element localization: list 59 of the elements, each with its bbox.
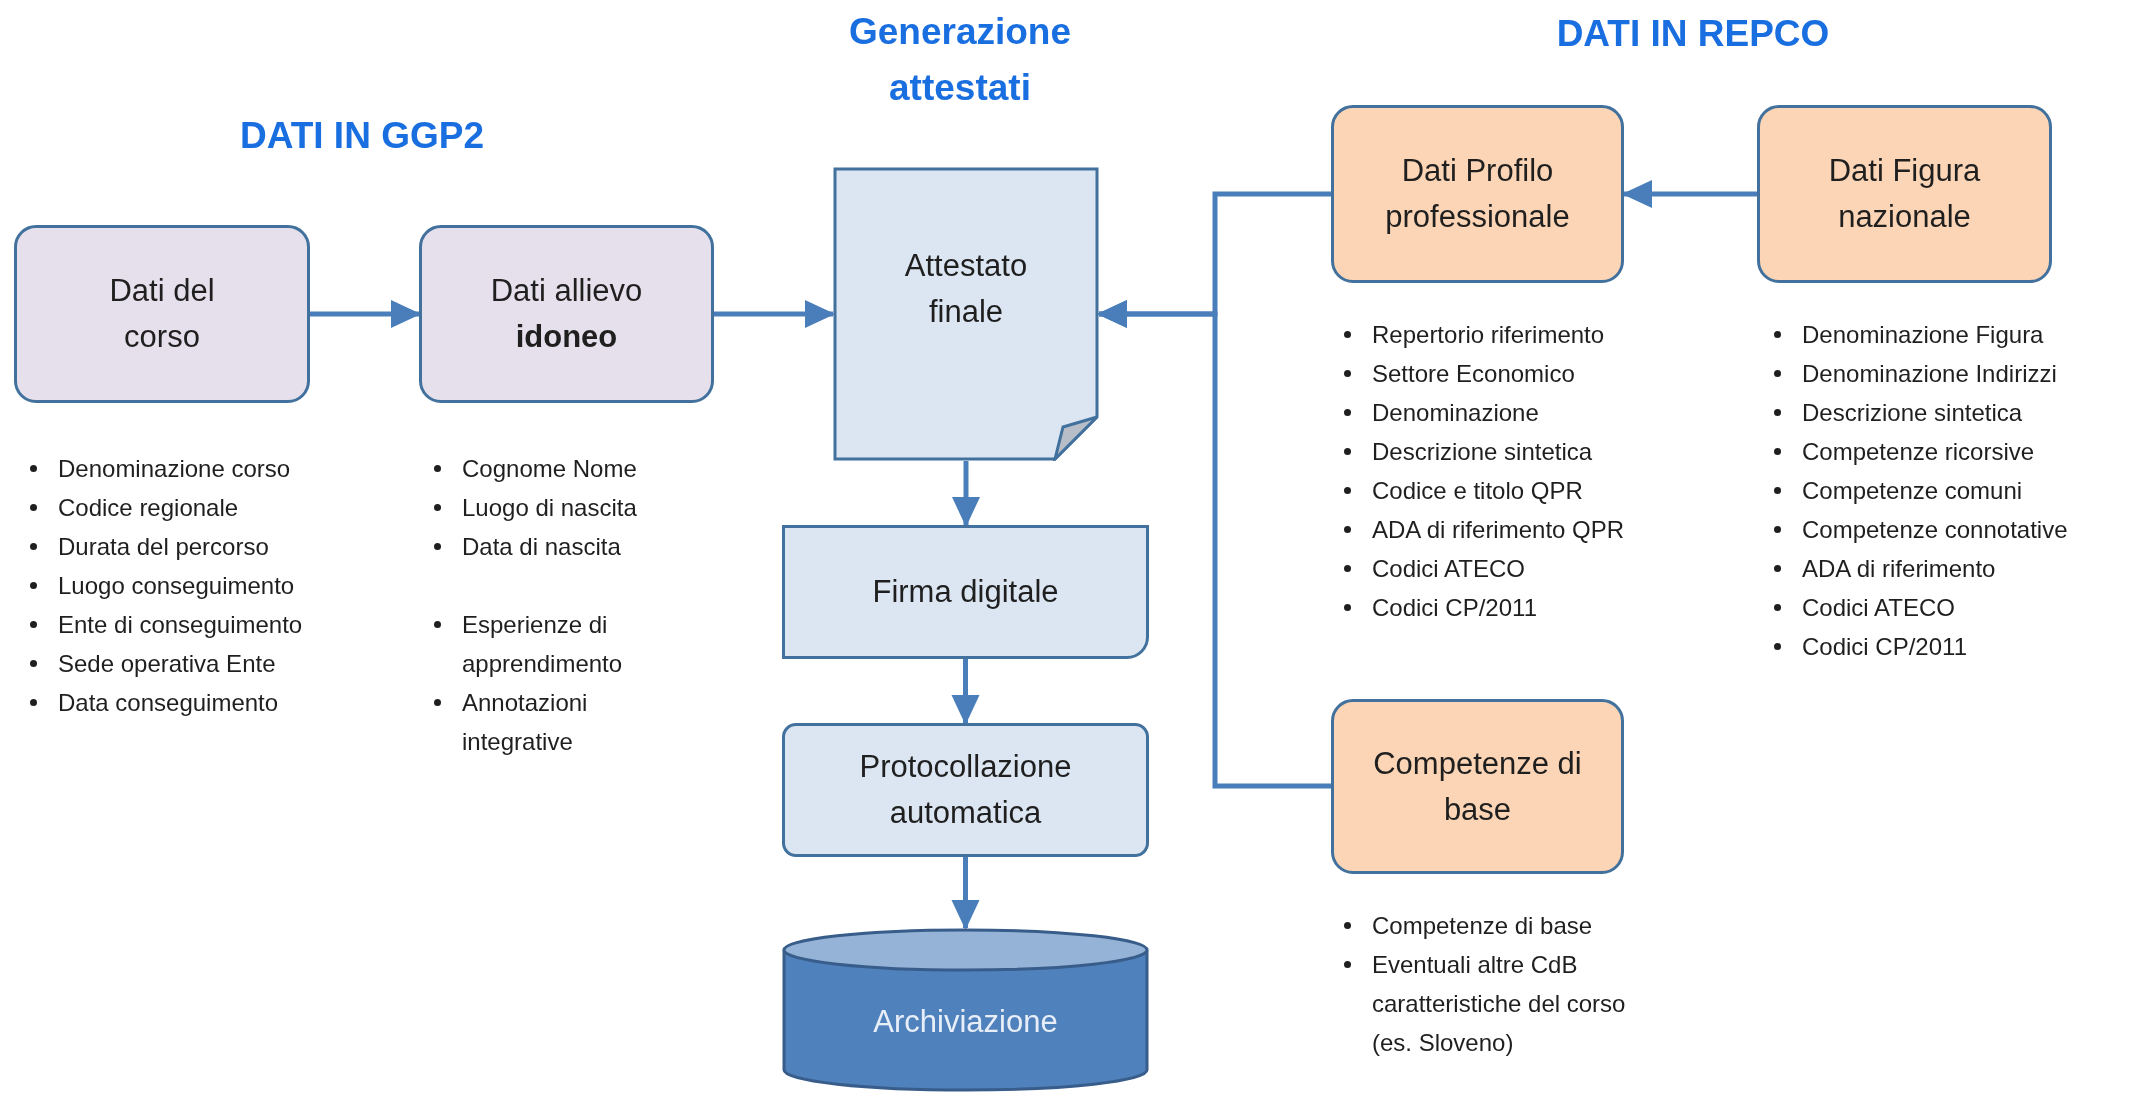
process-box: [14, 225, 310, 403]
arrow: [714, 300, 835, 328]
list-item: Codici CP/2011: [1802, 632, 1967, 662]
list-item: Competenze di base: [1372, 911, 1593, 941]
process-box: [1757, 105, 2052, 283]
list-item: Eventuali altre CdB caratteristiche del corso (es. Sloveno): [1372, 950, 1627, 1058]
list-item: Ente di conseguimento: [58, 610, 303, 640]
process-box: [1331, 105, 1624, 283]
list-item: Descrizione sintetica: [1802, 398, 2023, 428]
process-box: [1331, 699, 1624, 874]
process-box: [782, 525, 1149, 659]
list-item: Cognome Nome: [462, 454, 637, 484]
list-item: Codice e titolo QPR: [1372, 476, 1583, 506]
list-item: Luogo conseguimento: [58, 571, 295, 601]
node-label: Dati Profilo professionale: [1384, 152, 1571, 236]
list-item: Descrizione sintetica: [1372, 437, 1593, 467]
list-item: Annotazioni integrative: [462, 688, 589, 757]
document-shape: [833, 167, 1099, 461]
list-item: Denominazione: [1372, 398, 1539, 428]
list-item: ADA di riferimento: [1802, 554, 1996, 584]
arrow: [952, 461, 980, 527]
list-item: Denominazione Figura: [1802, 320, 2044, 350]
node-label: Dati allievo idoneo: [489, 272, 644, 356]
list-item: Codici ATECO: [1372, 554, 1525, 584]
process-box: [419, 225, 714, 403]
list-item: Codici CP/2011: [1372, 593, 1537, 623]
arrow: [1622, 180, 1757, 208]
node-label: Dati Figura nazionale: [1827, 152, 1982, 236]
arrow: [1097, 300, 1331, 789]
section-heading: DATI IN GGP2: [239, 114, 485, 158]
list-item: Competenze comuni: [1802, 476, 2023, 506]
list-item: Luogo di nascita: [462, 493, 637, 523]
section-heading: Generazione attestati: [847, 10, 1073, 110]
list-item: Competenze ricorsive: [1802, 437, 2035, 467]
node-label: Firma digitale: [872, 573, 1059, 611]
node-label: Archiviazione: [873, 1003, 1058, 1041]
list-item: ADA di riferimento QPR: [1372, 515, 1625, 545]
list-item: Esperienze di apprendimento: [462, 610, 624, 679]
list-item: Codice regionale: [58, 493, 239, 523]
list-item: Denominazione Indirizzi: [1802, 359, 2057, 389]
list-item: Repertorio riferimento: [1372, 320, 1605, 350]
arrow: [951, 659, 980, 725]
list-item: Denominazione corso: [58, 454, 291, 484]
list-item: Data di nascita: [462, 532, 621, 562]
arrow: [951, 857, 980, 930]
node-label: Dati del corso: [108, 272, 216, 356]
section-heading: DATI IN REPCO: [1555, 12, 1831, 56]
list-item: Sede operativa Ente: [58, 649, 276, 679]
node-label: Protocollazione automatica: [858, 748, 1073, 832]
arrow: [310, 300, 421, 328]
list-item: Settore Economico: [1372, 359, 1575, 389]
process-box: [782, 723, 1149, 857]
list-item: Durata del percorso: [58, 532, 269, 562]
node-label: Competenze di base: [1372, 744, 1583, 829]
list-item: Data conseguimento: [58, 688, 279, 718]
database-cylinder: [782, 928, 1149, 1092]
node-label: Attestato finale: [903, 247, 1029, 331]
list-item: Codici ATECO: [1802, 593, 1955, 623]
list-item: Competenze connotative: [1802, 515, 2068, 545]
